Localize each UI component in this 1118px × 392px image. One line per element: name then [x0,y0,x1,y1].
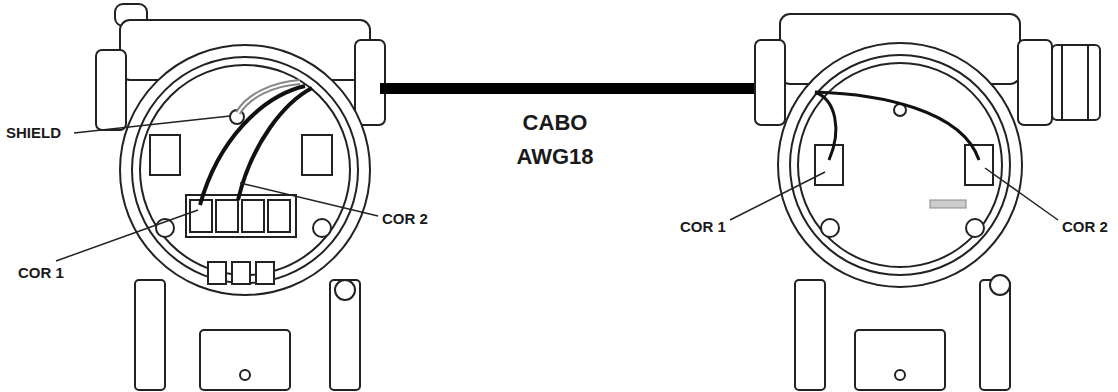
housing-boss [1018,40,1052,125]
cover-ring [140,65,350,275]
screw [313,219,331,237]
housing-bracket [855,330,945,390]
wire-label: COR 1 [18,264,64,282]
terminal [150,135,180,175]
terminal [242,200,264,232]
shield-wire [238,82,300,113]
logo-plate [930,200,966,208]
terminal [268,200,290,232]
leader-line [985,168,1058,220]
leader-line [56,210,198,261]
housing-boss [755,40,785,125]
cover-ring [778,43,1022,287]
right-wires [815,92,979,160]
jumper [208,262,226,284]
gland-edge [1061,45,1063,120]
cover-lock [990,275,1010,295]
left-housing [96,4,385,390]
jumper [256,262,274,284]
wire-label: COR 1 [680,218,726,236]
housing-foot [135,280,165,390]
shield-wire [238,82,300,113]
housing-boss [355,40,385,125]
housing-bracket [200,330,290,390]
terminal [815,145,843,185]
cover-ring [132,57,358,283]
cover-ring [790,55,1010,275]
leader-line [74,116,230,133]
screw [821,219,839,237]
gland-edge [1087,45,1089,120]
wire-label: COR 2 [1062,218,1108,236]
bracket-hole [240,370,250,380]
housing-boss [96,50,126,130]
cover-ring [798,63,1002,267]
cover-ring [120,45,370,295]
wire [238,88,312,200]
right-housing [755,14,1100,390]
terminal [216,200,238,232]
housing-foot [330,280,360,390]
wire-label: SHIELD [6,124,61,142]
terminal [965,145,993,185]
terminal [302,135,332,175]
wire [815,92,979,160]
wire-label: COR 2 [382,210,428,228]
screw [966,219,984,237]
housing-foot [795,280,825,390]
bracket-hole [895,370,905,380]
cover-lock [335,280,355,300]
leader-line [240,183,378,216]
wire [815,92,836,160]
cable [380,83,758,94]
cable-label: CABO AWG18 [500,106,610,174]
cable-gland [1052,45,1100,120]
housing-foot [980,280,1010,390]
leader-lines [56,116,1058,261]
jumper [232,262,250,284]
leader-line [730,172,825,220]
